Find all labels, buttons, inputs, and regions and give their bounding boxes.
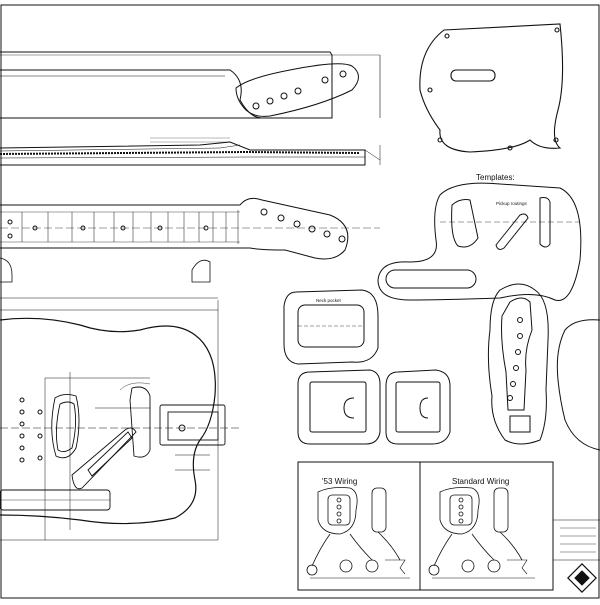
body-template-edge (556, 319, 600, 451)
tuner-peg-hole-icon (252, 102, 260, 110)
neck-headstock-holes (252, 70, 347, 110)
fret-dot-icon (19, 457, 25, 463)
neck-heel-details (0, 257, 218, 299)
neck-profile-section (0, 137, 381, 166)
body-outline-drawing (0, 317, 216, 525)
body-dimension-lines (0, 300, 240, 541)
wiring-standard-diagram (428, 487, 535, 579)
fret-dot-icon (203, 225, 209, 231)
body-routes (0, 382, 226, 511)
tuner-peg-hole-icon (339, 70, 347, 78)
fret-dot-icon (80, 225, 86, 231)
neck-front-tuner-holes (260, 208, 346, 243)
pickup-routing-template (377, 182, 582, 301)
switch-knob-icon (428, 564, 440, 576)
tuner-peg-hole-icon (266, 97, 274, 105)
wiring-frame (297, 461, 600, 591)
fret-dot-icon (37, 455, 43, 461)
fret-dot-icon (37, 433, 43, 439)
sheet-border (0, 4, 600, 599)
headstock-template (487, 283, 549, 445)
fret-dot-icon (37, 409, 43, 415)
body-holes (19, 397, 186, 463)
switch-knob-icon (306, 564, 318, 576)
neck-pocket-template (283, 289, 379, 365)
fret-dot-icon (120, 225, 126, 231)
neck-fret-dots (7, 219, 209, 239)
fret-dot-icon (7, 233, 13, 239)
tuner-peg-hole-icon (277, 214, 285, 222)
tuner-peg-hole-icon (308, 225, 316, 233)
fret-dot-icon (19, 421, 25, 427)
fret-dot-icon (19, 445, 25, 451)
wiring-53-title: '53 Wiring (322, 477, 357, 486)
logo-emblem-icon (567, 563, 597, 593)
control-cavity-templates (297, 369, 451, 445)
pickguard-outline (419, 23, 564, 153)
tuner-peg-hole-icon (338, 235, 346, 243)
pickup-routings-label: Pickup routings (496, 201, 528, 206)
tuner-peg-hole-icon (260, 208, 268, 216)
tuner-peg-hole-icon (294, 87, 302, 95)
tuner-peg-hole-icon (323, 230, 331, 238)
neck-frets (21, 210, 239, 244)
switch-knob-icon (461, 559, 475, 573)
fret-dot-icon (157, 225, 163, 231)
tuner-peg-hole-icon (293, 220, 301, 228)
switch-knob-icon (487, 559, 501, 573)
wiring-standard-title: Standard Wiring (452, 477, 509, 486)
neck-pocket-label: Neck pocket (316, 298, 342, 303)
templates-title: Templates: (476, 173, 515, 182)
neck-side-view (0, 51, 381, 119)
switch-knob-icon (365, 559, 379, 573)
fret-dot-icon (19, 409, 25, 415)
switch-knob-icon (339, 559, 353, 573)
neck-front-view (0, 197, 380, 260)
tuner-peg-hole-icon (321, 76, 329, 84)
wiring-53-diagram (306, 487, 410, 579)
fret-dot-icon (32, 225, 38, 231)
fret-dot-icon (19, 433, 25, 439)
fret-dot-icon (178, 424, 186, 432)
fret-dot-icon (7, 219, 13, 225)
tuner-peg-hole-icon (280, 92, 288, 100)
fret-dot-icon (19, 397, 25, 403)
title-block (553, 519, 600, 593)
